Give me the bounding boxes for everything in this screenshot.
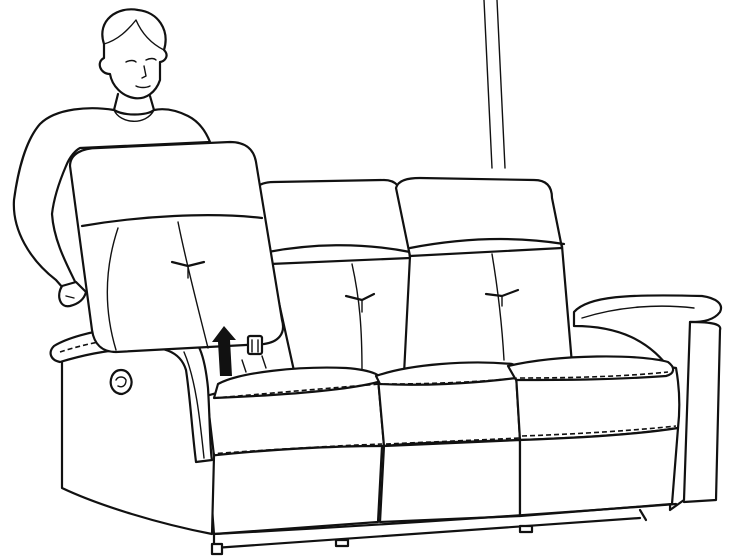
left-backrest — [68, 140, 285, 354]
person-lifting-icon — [12, 8, 212, 308]
lift-up-arrow-icon — [212, 326, 236, 376]
backrest-bracket — [241, 334, 267, 373]
wall-corner — [483, 0, 506, 169]
recline-lever-icon — [109, 368, 133, 396]
